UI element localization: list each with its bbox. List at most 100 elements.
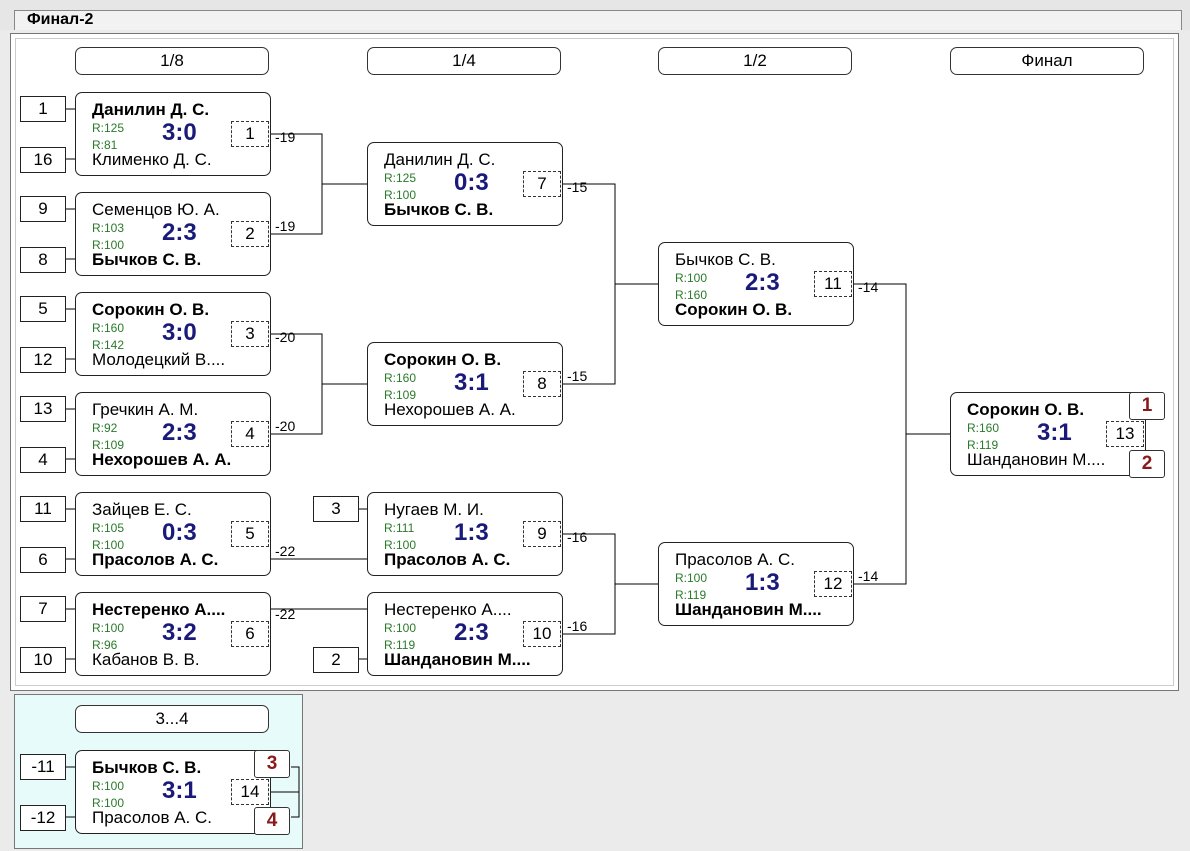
- page-title: Финал-2: [27, 11, 94, 28]
- match-score: 2:3: [162, 219, 197, 246]
- rating-top: R:100: [675, 571, 708, 585]
- seed-box: 13: [20, 396, 66, 422]
- rating-bottom: R:96: [92, 638, 118, 652]
- rating-bottom: R:109: [384, 388, 417, 402]
- loser-label: -19: [275, 129, 296, 145]
- rating-bottom: R:100: [92, 238, 125, 252]
- rating-top: R:111: [384, 521, 415, 535]
- player-top: Сорокин О. В.: [384, 350, 502, 369]
- rating-top: R:100: [92, 779, 125, 793]
- loser-label: -15: [567, 368, 588, 384]
- match-card[interactable]: Зайцев Е. С. R:105 R:100 0:3 5 Прасолов …: [75, 492, 271, 576]
- loser-label: -15: [567, 179, 588, 195]
- loser-label: -14: [858, 279, 879, 295]
- player-top: Зайцев Е. С.: [92, 500, 192, 519]
- match-number: 7: [523, 171, 561, 197]
- match-number: 4: [231, 421, 269, 447]
- player-bottom: Бычков С. В.: [384, 200, 494, 219]
- match-number: 13: [1106, 421, 1144, 447]
- match-card[interactable]: Данилин Д. С. R:125 R:81 3:0 1 Клименко …: [75, 92, 271, 176]
- match-card[interactable]: Семенцов Ю. А. R:103 R:100 2:3 2 Бычков …: [75, 192, 271, 276]
- match-card[interactable]: Сорокин О. В. R:160 R:142 3:0 3 Молодецк…: [75, 292, 271, 376]
- player-top: Сорокин О. В.: [967, 400, 1085, 419]
- seed-box: 1: [20, 96, 66, 122]
- seed-box: -12: [20, 805, 66, 831]
- player-top: Данилин Д. С.: [384, 150, 496, 169]
- rating-top: R:160: [384, 371, 417, 385]
- match-card[interactable]: Нестеренко А.... R:100 R:96 3:2 6 Кабано…: [75, 592, 271, 676]
- seed-box: 10: [20, 647, 66, 673]
- place-badge-3: 3: [254, 750, 290, 778]
- match-score: 2:3: [454, 619, 489, 646]
- match-card[interactable]: Гречкин А. М. R:92 R:109 2:3 4 Нехорошев…: [75, 392, 271, 476]
- match-score: 3:1: [454, 369, 489, 396]
- rating-top: R:100: [675, 271, 708, 285]
- match-card[interactable]: Бычков С. В. R:100 R:160 2:3 11 Сорокин …: [658, 242, 854, 326]
- round-header-final: Финал: [950, 47, 1144, 75]
- player-top: Нугаев М. И.: [384, 500, 484, 519]
- match-card[interactable]: Сорокин О. В. R:160 R:109 3:1 8 Нехороше…: [367, 342, 563, 426]
- title-bar: Финал-2: [0, 0, 1190, 30]
- seed-box: 7: [20, 596, 66, 622]
- match-score: 2:3: [162, 419, 197, 446]
- player-bottom: Шандановин М....: [675, 600, 822, 619]
- rating-bottom: R:100: [384, 188, 417, 202]
- match-score: 2:3: [745, 269, 780, 296]
- match-score: 3:0: [162, 319, 197, 346]
- player-top: Сорокин О. В.: [92, 300, 210, 319]
- loser-label: -20: [275, 329, 296, 345]
- rating-bottom: R:100: [92, 538, 125, 552]
- seed-box: 12: [20, 347, 66, 373]
- match-score: 3:1: [1037, 419, 1072, 446]
- rating-top: R:92: [92, 421, 118, 435]
- seed-box: 3: [313, 496, 359, 522]
- player-top: Бычков С. В.: [92, 758, 202, 777]
- seed-box: 11: [20, 496, 66, 522]
- match-number: 5: [231, 521, 269, 547]
- loser-label: -22: [275, 543, 296, 559]
- rating-top: R:105: [92, 521, 125, 535]
- loser-label: -16: [567, 618, 588, 634]
- match-card[interactable]: Прасолов А. С. R:100 R:119 1:3 12 Шандан…: [658, 542, 854, 626]
- title-tab: Финал-2: [14, 10, 1182, 30]
- match-card-final[interactable]: Сорокин О. В. R:160 R:119 3:1 13 Шандано…: [950, 392, 1146, 476]
- round-header-1-2: 1/2: [658, 47, 852, 75]
- player-bottom: Шандановин М....: [384, 650, 531, 669]
- rating-bottom: R:119: [384, 638, 416, 652]
- match-card-third-place[interactable]: Бычков С. В. R:100 R:100 3:1 14 Прасолов…: [75, 750, 271, 834]
- match-card[interactable]: Нугаев М. И. R:111 R:100 1:3 9 Прасолов …: [367, 492, 563, 576]
- rating-bottom: R:119: [675, 588, 707, 602]
- rating-top: R:125: [384, 171, 417, 185]
- match-number: 8: [523, 371, 561, 397]
- loser-label: -19: [275, 218, 296, 234]
- rating-top: R:160: [967, 421, 1000, 435]
- player-bottom: Нехорошев А. А.: [384, 400, 516, 419]
- seed-box: -11: [20, 754, 66, 780]
- match-number: 3: [231, 321, 269, 347]
- seed-box: 6: [20, 547, 66, 573]
- player-top: Данилин Д. С.: [92, 100, 210, 119]
- match-score: 0:3: [162, 519, 197, 546]
- player-bottom: Молодецкий В....: [92, 350, 226, 369]
- player-bottom: Шандановин М....: [967, 450, 1106, 469]
- loser-label: -16: [567, 529, 588, 545]
- rating-bottom: R:160: [675, 288, 708, 302]
- match-card[interactable]: Нестеренко А.... R:100 R:119 2:3 10 Шанд…: [367, 592, 563, 676]
- match-score: 3:1: [162, 777, 197, 804]
- player-top: Нестеренко А....: [92, 600, 226, 619]
- player-bottom: Клименко Д. С.: [92, 150, 212, 169]
- player-bottom: Прасолов А. С.: [384, 550, 511, 569]
- match-number: 1: [231, 121, 269, 147]
- player-top: Прасолов А. С.: [675, 550, 796, 569]
- seed-box: 5: [20, 296, 66, 322]
- player-bottom: Сорокин О. В.: [675, 300, 793, 319]
- seed-box: 4: [20, 447, 66, 473]
- player-top: Гречкин А. М.: [92, 400, 199, 419]
- round-header-1-8: 1/8: [75, 47, 269, 75]
- player-bottom: Прасолов А. С.: [92, 550, 219, 569]
- match-score: 1:3: [454, 519, 489, 546]
- match-card[interactable]: Данилин Д. С. R:125 R:100 0:3 7 Бычков С…: [367, 142, 563, 226]
- seed-box: 9: [20, 196, 66, 222]
- rating-top: R:103: [92, 221, 125, 235]
